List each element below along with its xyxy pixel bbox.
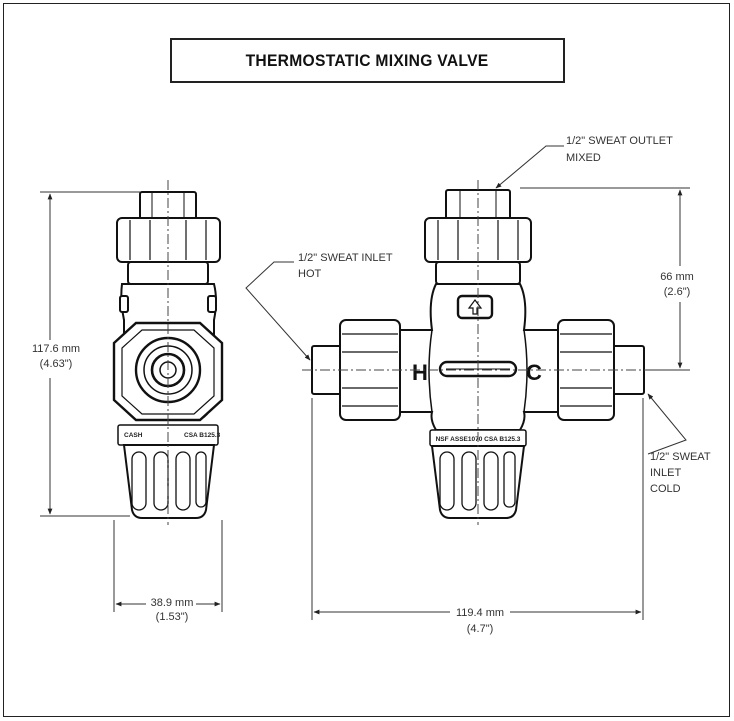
cold-letter: C	[526, 360, 542, 385]
outlet-callout-line1: 1/2" SWEAT OUTLET	[566, 135, 673, 147]
hot-callout-line2: HOT	[298, 268, 322, 280]
hot-callout-line1: 1/2" SWEAT INLET	[298, 252, 393, 264]
side-code-marking: CSA B125.3	[184, 432, 221, 439]
front-width-in-label: (4.7")	[467, 623, 494, 635]
title-box: THERMOSTATIC MIXING VALVE	[170, 38, 565, 83]
outlet-callout-line2: MIXED	[566, 152, 601, 164]
side-brand-marking: CASH	[124, 432, 143, 439]
hot-letter: H	[412, 360, 428, 385]
outlet-offset-mm-label: 66 mm	[660, 271, 694, 283]
drawing-title: THERMOSTATIC MIXING VALVE	[246, 50, 489, 70]
outlet-offset-dimension	[520, 187, 690, 371]
cold-callout-line2: INLET	[650, 467, 681, 479]
height-dimension	[40, 191, 140, 517]
outlet-offset-in-label: (2.6")	[664, 286, 691, 298]
front-width-dimension	[311, 398, 644, 620]
cold-callout-line3: COLD	[650, 483, 681, 495]
cold-callout-line1: 1/2" SWEAT	[650, 451, 711, 463]
side-width-in-label: (1.53")	[156, 611, 189, 623]
height-in-label: (4.63")	[40, 358, 73, 370]
side-view-valve	[112, 191, 224, 519]
outlet-leader	[495, 145, 564, 189]
front-width-mm-label: 119.4 mm	[456, 607, 504, 619]
drawing-frame	[3, 3, 730, 717]
height-mm-label: 117.6 mm	[32, 343, 80, 355]
side-width-dimension	[113, 520, 223, 612]
front-centerlines	[302, 180, 665, 525]
hot-inlet-leader	[245, 261, 311, 361]
cold-inlet-leader	[647, 393, 687, 455]
side-width-mm-label: 38.9 mm	[151, 597, 194, 609]
